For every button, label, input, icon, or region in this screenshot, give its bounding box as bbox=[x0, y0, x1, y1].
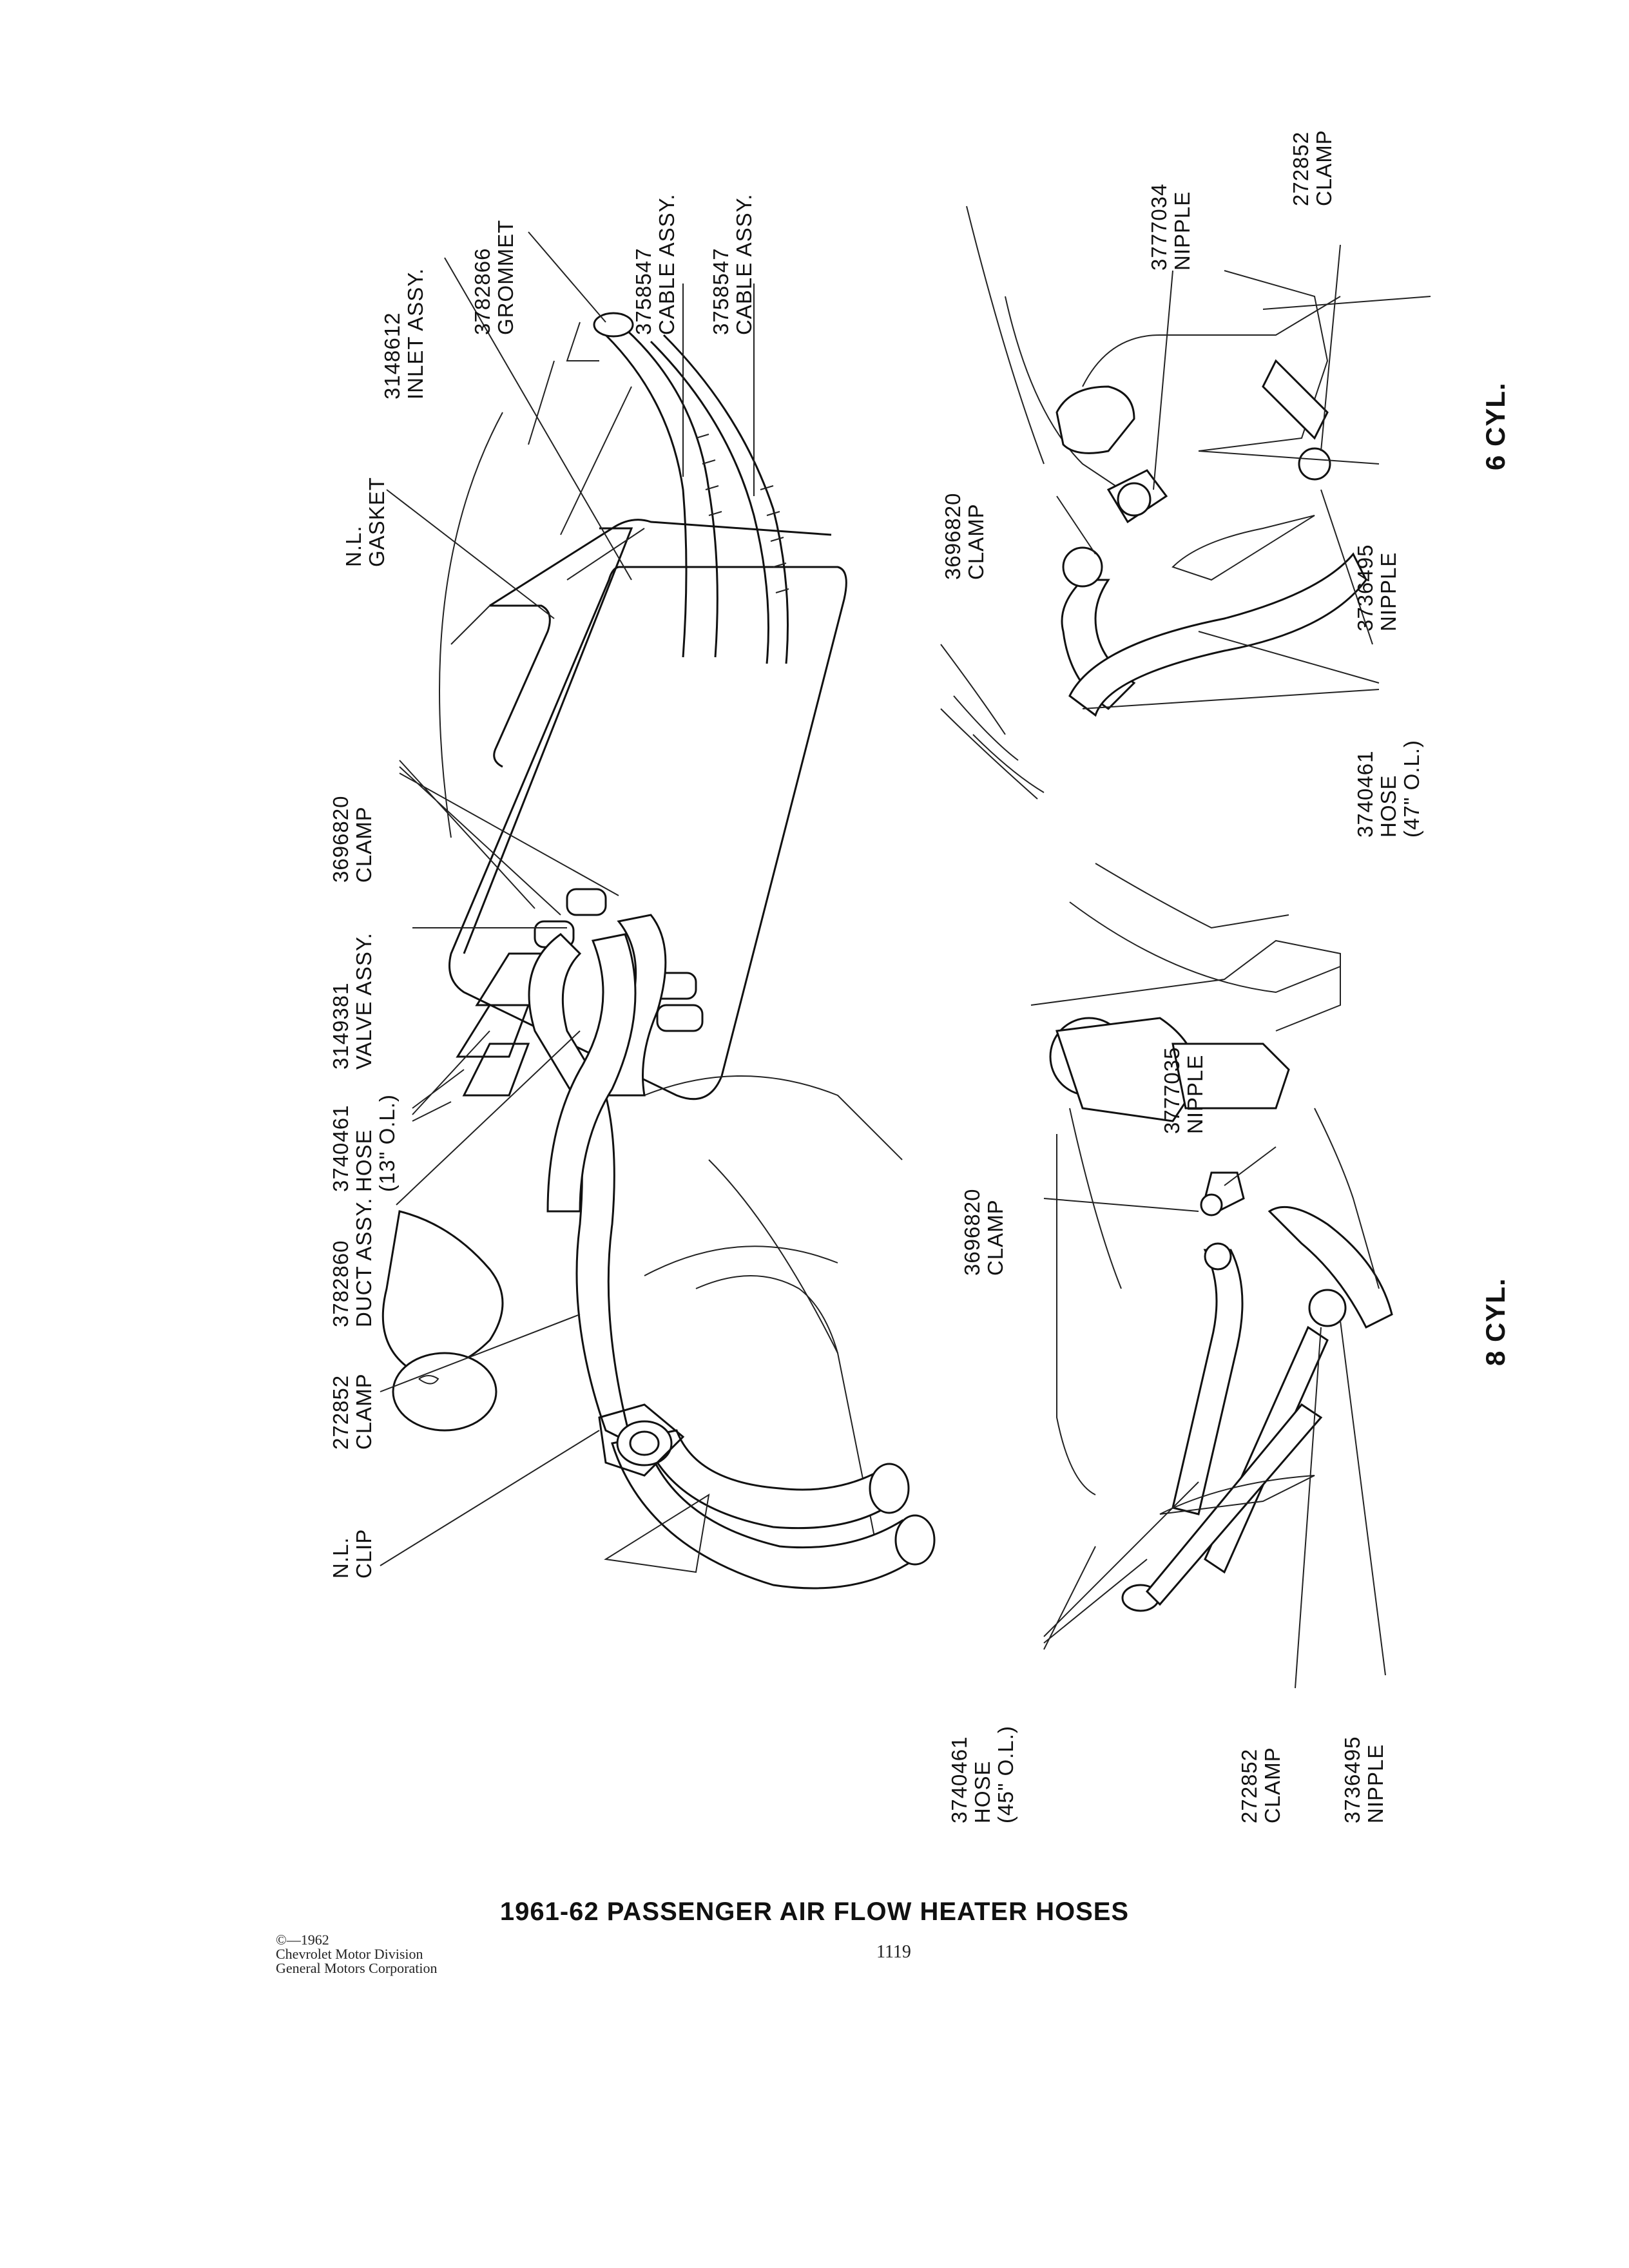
page-title: 1961-62 PASSENGER AIR FLOW HEATER HOSES bbox=[499, 1898, 1130, 1926]
callout-line: N.L. bbox=[342, 525, 365, 567]
callout-line: 3782866 bbox=[470, 248, 494, 335]
callout-line: CABLE ASSY. bbox=[655, 193, 679, 335]
callout-nl-gasket: N.L.GASKET bbox=[342, 477, 389, 567]
callout-line: (13" O.L.) bbox=[375, 1094, 399, 1192]
callout-line: 3777034 bbox=[1147, 184, 1171, 271]
callout-line: N.L. bbox=[329, 1537, 352, 1579]
callout-line: CLAMP bbox=[352, 806, 376, 883]
callout-line: NIPPLE bbox=[1376, 552, 1400, 631]
callout-line: CLAMP bbox=[352, 1373, 376, 1450]
callout-line: GASKET bbox=[365, 477, 389, 567]
callout-line: 3758547 bbox=[709, 248, 733, 335]
view-caption-8cyl: 8 CYL. bbox=[1480, 1278, 1510, 1366]
callout-line: GROMMET bbox=[494, 220, 517, 335]
callout-line: HOSE bbox=[1376, 774, 1400, 838]
view-caption-6cyl: 6 CYL. bbox=[1480, 382, 1510, 470]
callout-line: NIPPLE bbox=[1183, 1055, 1207, 1134]
six-cylinder-view bbox=[940, 206, 1431, 800]
callout-line: 272852 bbox=[1289, 131, 1313, 206]
callout-line: 3740461 bbox=[947, 1736, 971, 1823]
eight-cylinder-view bbox=[1030, 863, 1393, 1612]
callout-line: 3148612 bbox=[380, 312, 404, 399]
callout-line: (47" O.L.) bbox=[1400, 740, 1423, 838]
callout-line: 3740461 bbox=[329, 1105, 352, 1192]
callout-line: HOSE bbox=[970, 1760, 994, 1823]
leader-lines bbox=[380, 231, 1386, 1689]
callout-line: (45" O.L.) bbox=[994, 1725, 1017, 1823]
callout-line: 3696820 bbox=[329, 796, 352, 883]
callout-line: 3740461 bbox=[1353, 751, 1377, 838]
heater-assembly-drawing bbox=[381, 312, 936, 1590]
callout-line: 3696820 bbox=[960, 1189, 984, 1276]
copyright-corporation: General Motors Corporation bbox=[276, 1960, 438, 1976]
callout-line: 272852 bbox=[329, 1375, 352, 1450]
callout-line: CLAMP bbox=[983, 1199, 1007, 1276]
callout-line: 3736495 bbox=[1353, 544, 1377, 631]
callout-line: NIPPLE bbox=[1364, 1744, 1387, 1823]
callout-line: CLAMP bbox=[1312, 130, 1336, 206]
callout-line: 3777035 bbox=[1160, 1047, 1184, 1134]
callout-line: HOSE bbox=[352, 1129, 376, 1192]
callout-line: CLAMP bbox=[1260, 1747, 1284, 1823]
page-number: 1119 bbox=[876, 1942, 911, 1962]
callout-nl-clip: N.L.CLIP bbox=[329, 1529, 376, 1579]
callout-line: 3758547 bbox=[631, 248, 655, 335]
callout-line: 3782860 bbox=[329, 1240, 352, 1327]
copyright-block: ©—1962 Chevrolet Motor Division General … bbox=[276, 1933, 438, 1975]
callout-line: 3696820 bbox=[941, 493, 965, 580]
callout-line: 3149381 bbox=[329, 983, 352, 1070]
copyright-year: ©—1962 bbox=[276, 1932, 329, 1948]
callout-line: INLET ASSY. bbox=[403, 268, 427, 399]
callout-line: 3736495 bbox=[1340, 1736, 1364, 1823]
callout-line: VALVE ASSY. bbox=[352, 932, 376, 1070]
callout-line: CLAMP bbox=[964, 503, 988, 580]
callout-line: CABLE ASSY. bbox=[732, 193, 756, 335]
callout-line: CLIP bbox=[352, 1529, 376, 1579]
callout-line: NIPPLE bbox=[1170, 191, 1194, 271]
callout-line: 272852 bbox=[1237, 1749, 1261, 1823]
callout-line: DUCT ASSY. bbox=[352, 1198, 376, 1327]
copyright-division: Chevrolet Motor Division bbox=[276, 1946, 423, 1962]
